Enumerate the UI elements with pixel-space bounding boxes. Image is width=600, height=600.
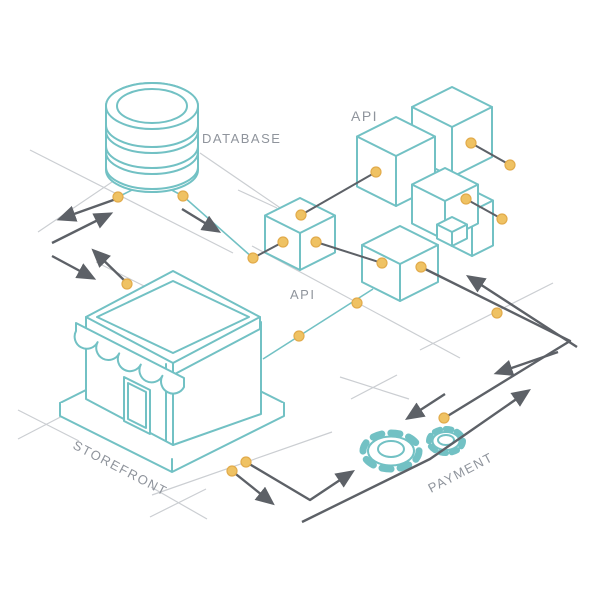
database-top-inner [116, 88, 188, 124]
gear-teeth [426, 426, 466, 456]
connection-dot [460, 193, 472, 205]
cube-edges [264, 214, 336, 271]
gear-hole [437, 434, 455, 446]
grid-line [419, 282, 554, 351]
connection-dot [112, 191, 124, 203]
grid-line [339, 376, 410, 400]
api-cube [264, 197, 336, 271]
pin-line [252, 241, 284, 259]
database-top [105, 82, 199, 130]
gear-small [426, 426, 466, 456]
grid-line [29, 149, 234, 254]
pin-line [300, 171, 377, 216]
connection-dot [504, 159, 516, 171]
connection-dot [277, 236, 289, 248]
api-cubes-icon [264, 86, 494, 302]
grid-line [350, 374, 398, 400]
flow-arrows [51, 196, 578, 524]
connection-dot [415, 261, 427, 273]
storefront-building-icon [59, 270, 285, 473]
connection-dot [491, 307, 503, 319]
api-lower-label: API [290, 287, 315, 302]
cube-edges [356, 135, 436, 207]
grid-line [199, 152, 296, 219]
cube-edges [411, 106, 493, 178]
payment-gears-icon [359, 426, 466, 473]
flow-arrow [51, 212, 114, 245]
grid-line [237, 189, 278, 209]
database-band [105, 124, 199, 148]
pin-line [315, 241, 383, 264]
grid-line [17, 409, 80, 442]
gear-hole [377, 440, 405, 458]
connection-dot [240, 456, 252, 468]
teal-shapes [59, 82, 494, 473]
flow-arrow [245, 460, 355, 502]
pin-line [465, 198, 503, 220]
api-cube-small [436, 216, 468, 247]
connection-dot [465, 137, 477, 149]
flow-arrow [231, 470, 275, 506]
connection-dot [376, 257, 388, 269]
database-label: DATABASE [202, 131, 281, 146]
connection-dot [247, 252, 259, 264]
cube-edges [436, 223, 468, 247]
flow-arrow [91, 248, 128, 284]
connection-dot [293, 330, 305, 342]
flow-arrow [51, 254, 97, 280]
api-cube [361, 225, 439, 302]
payment-label: PAYMENT [425, 449, 495, 495]
database-cylinder-icon [105, 82, 199, 193]
flow-arrow [181, 207, 222, 233]
pin-line [470, 142, 511, 166]
cube-edges [361, 244, 439, 302]
storefront-roof-inner [96, 280, 250, 354]
gear-teeth [359, 429, 423, 473]
flow-arrow [56, 196, 120, 222]
connection-dot [370, 166, 382, 178]
database-band [105, 145, 199, 169]
connection-dot [226, 465, 238, 477]
database-band [105, 130, 199, 154]
connection-dot [310, 236, 322, 248]
connection-dot [496, 213, 508, 225]
connection-dot [295, 209, 307, 221]
flow-arrow [493, 350, 559, 376]
flow-arrow [301, 388, 531, 524]
database-band [105, 166, 199, 190]
storefront-door-inner [127, 382, 147, 429]
connection-dot [438, 412, 450, 424]
pin-connectors [252, 142, 511, 264]
flow-arrow [465, 275, 578, 349]
connection-dots [112, 137, 516, 477]
flow-arrow [404, 392, 446, 420]
connection-dot [121, 278, 133, 290]
api-upper-label: API [351, 108, 378, 124]
storefront-awning [73, 322, 185, 395]
gear-large [359, 429, 423, 473]
connection-dot [177, 190, 189, 202]
connection-dot [351, 297, 363, 309]
grid-line [149, 488, 207, 518]
database-band [105, 151, 199, 175]
